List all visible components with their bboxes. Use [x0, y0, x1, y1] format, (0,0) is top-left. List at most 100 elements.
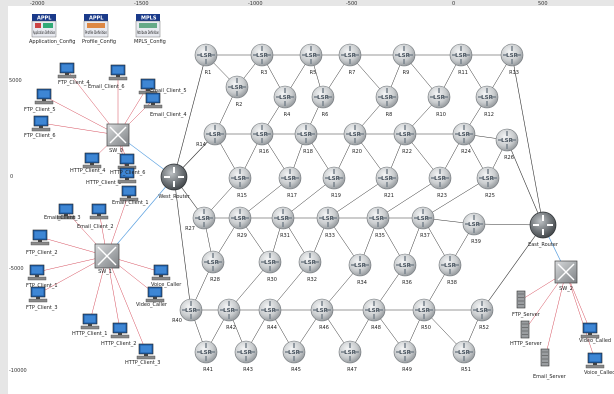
lsr-text: LSR [501, 138, 513, 144]
left-ruler [0, 0, 8, 394]
workstation[interactable] [580, 322, 600, 339]
lsr-router[interactable]: LSR [258, 250, 282, 274]
edge-router[interactable] [529, 211, 557, 239]
lsr-router[interactable]: LSR [258, 298, 282, 322]
workstation[interactable] [151, 264, 171, 281]
node-label: FTP_Client_1 [26, 283, 58, 289]
workstation[interactable] [34, 88, 54, 105]
lsr-text: LSR [322, 216, 334, 222]
workstation[interactable] [89, 203, 109, 220]
lsr-router[interactable]: LSR [250, 43, 274, 67]
workstation[interactable] [145, 286, 165, 303]
lsr-router[interactable]: LSR [179, 298, 203, 322]
server[interactable] [540, 348, 550, 367]
mpls-config-object[interactable]: MPLS Attribute Definition MPLS_Config [134, 14, 166, 45]
lsr-router[interactable]: LSR [234, 340, 258, 364]
lsr-text: LSR [240, 350, 252, 356]
lsr-router[interactable]: LSR [228, 166, 252, 190]
workstation[interactable] [110, 322, 130, 339]
lsr-router[interactable]: LSR [298, 250, 322, 274]
lsr-router[interactable]: LSR [500, 43, 524, 67]
lsr-router[interactable]: LSR [375, 85, 399, 109]
workstation[interactable] [28, 286, 48, 303]
lsr-router[interactable]: LSR [495, 128, 519, 152]
lsr-router[interactable]: LSR [278, 166, 302, 190]
switch[interactable] [94, 243, 120, 269]
lsr-router[interactable]: LSR [452, 122, 476, 146]
workstation[interactable] [80, 313, 100, 330]
lsr-text: LSR [328, 176, 340, 182]
lsr-router[interactable]: LSR [201, 250, 225, 274]
lsr-router[interactable]: LSR [476, 166, 500, 190]
lsr-router[interactable]: LSR [348, 253, 372, 277]
workstation[interactable] [30, 229, 50, 246]
workstation[interactable] [117, 167, 137, 184]
workstation[interactable] [57, 62, 77, 79]
switch[interactable] [106, 123, 130, 147]
workstation[interactable] [136, 343, 156, 360]
lsr-router[interactable]: LSR [412, 298, 436, 322]
lsr-router[interactable]: LSR [311, 85, 335, 109]
lsr-router[interactable]: LSR [470, 298, 494, 322]
lsr-router[interactable]: LSR [217, 298, 241, 322]
lsr-router[interactable]: LSR [316, 206, 340, 230]
lsr-router[interactable]: LSR [475, 85, 499, 109]
lsr-router[interactable]: LSR [194, 340, 218, 364]
node-label: HTTP_Client_6 [110, 170, 145, 176]
lsr-router[interactable]: LSR [449, 43, 473, 67]
lsr-router[interactable]: LSR [338, 43, 362, 67]
node-label: R37 [420, 233, 430, 239]
workstation[interactable] [585, 352, 605, 369]
lsr-router[interactable]: LSR [282, 340, 306, 364]
server[interactable] [520, 320, 530, 339]
y-tick: 0 [10, 174, 13, 180]
lsr-router[interactable]: LSR [393, 340, 417, 364]
lsr-text: LSR [256, 53, 268, 59]
workstation[interactable] [31, 115, 51, 132]
lsr-router[interactable]: LSR [393, 253, 417, 277]
lsr-router[interactable]: LSR [366, 206, 390, 230]
lsr-router[interactable]: LSR [225, 75, 249, 99]
lsr-router[interactable]: LSR [273, 85, 297, 109]
lsr-router[interactable]: LSR [192, 206, 216, 230]
workstation[interactable] [108, 64, 128, 81]
lsr-router[interactable]: LSR [228, 206, 252, 230]
lsr-router[interactable]: LSR [271, 206, 295, 230]
lsr-router[interactable]: LSR [428, 166, 452, 190]
lsr-router[interactable]: LSR [427, 85, 451, 109]
lsr-router[interactable]: LSR [203, 122, 227, 146]
lsr-router[interactable]: LSR [411, 206, 435, 230]
lsr-router[interactable]: LSR [393, 122, 417, 146]
lsr-text: LSR [476, 308, 488, 314]
lsr-router[interactable]: LSR [462, 212, 486, 236]
workstation[interactable] [143, 92, 163, 109]
lsr-router[interactable]: LSR [392, 43, 416, 67]
lsr-router[interactable]: LSR [310, 298, 334, 322]
lsr-router[interactable]: LSR [452, 340, 476, 364]
workstation[interactable] [119, 185, 139, 202]
workstation[interactable] [27, 264, 47, 281]
router-icon [194, 43, 218, 67]
lsr-router[interactable]: LSR [322, 166, 346, 190]
lsr-router[interactable]: LSR [250, 122, 274, 146]
lsr-router[interactable]: LSR [438, 253, 462, 277]
y-ruler-ticks: 5000 0 -5000 -10000 [9, 78, 27, 374]
server[interactable] [516, 290, 526, 309]
workstation[interactable] [56, 203, 76, 220]
lsr-router[interactable]: LSR [194, 43, 218, 67]
switch[interactable] [554, 260, 578, 284]
lsr-router[interactable]: LSR [294, 122, 318, 146]
lsr-router[interactable]: LSR [375, 166, 399, 190]
workstation[interactable] [82, 152, 102, 169]
node-label: R19 [331, 193, 341, 199]
application-config-object[interactable]: APPL Application Definition Application_… [29, 14, 75, 45]
edge-router[interactable] [160, 163, 188, 191]
lsr-router[interactable]: LSR [338, 340, 362, 364]
lsr-router[interactable]: LSR [362, 298, 386, 322]
profile-config-object[interactable]: APPL Profile Definition Profile_Config [82, 14, 116, 45]
lsr-router[interactable]: LSR [299, 43, 323, 67]
workstation[interactable] [117, 153, 137, 170]
lsr-router[interactable]: LSR [343, 122, 367, 146]
